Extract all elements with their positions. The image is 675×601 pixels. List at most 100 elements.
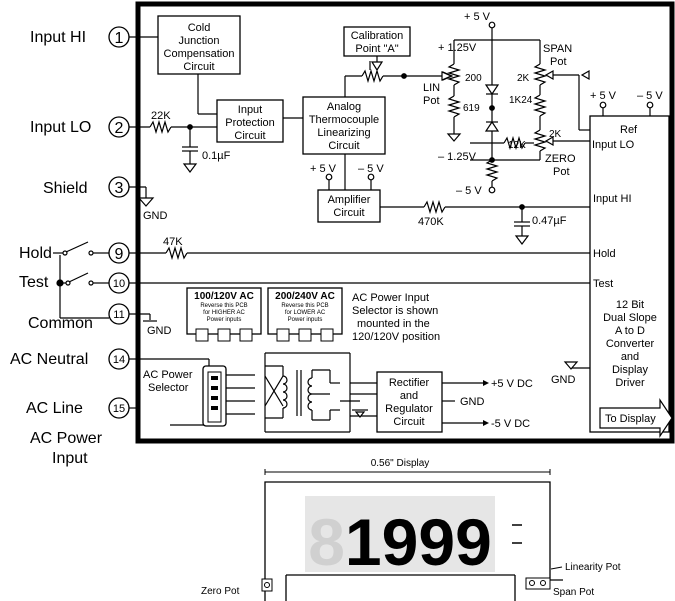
terminal-label-input-lo: Input LO xyxy=(30,119,91,136)
svg-text:200/240V AC: 200/240V AC xyxy=(275,291,335,302)
svg-text:Selector: Selector xyxy=(148,382,189,394)
gnd-labels: GND GND GND xyxy=(143,210,576,386)
svg-text:Compensation: Compensation xyxy=(164,48,235,60)
display-digit: 9 xyxy=(455,505,492,579)
label-lin-pot-1: LIN xyxy=(423,82,440,94)
terminal-number: 14 xyxy=(113,354,125,366)
amplifier-block: Amplifier Circuit xyxy=(317,189,381,223)
terminal-number: 1 xyxy=(115,30,124,47)
hold-test-switches xyxy=(53,241,109,319)
label-span-pot-2: Pot xyxy=(550,56,567,68)
svg-text:Amplifier: Amplifier xyxy=(328,194,371,206)
terminal-number: 11 xyxy=(113,309,124,321)
terminal-number: 3 xyxy=(115,180,124,197)
svg-text:Cold: Cold xyxy=(188,22,211,34)
label-lin-pot-2: Pot xyxy=(423,95,440,107)
svg-text:Circuit: Circuit xyxy=(393,416,424,428)
svg-text:Power inputs: Power inputs xyxy=(288,317,323,323)
svg-text:for LOWER AC: for LOWER AC xyxy=(285,310,326,316)
svg-text:AC Power: AC Power xyxy=(143,369,193,381)
svg-text:Dual Slope: Dual Slope xyxy=(603,312,657,324)
svg-text:Regulator: Regulator xyxy=(385,403,433,415)
svg-text:– 5 V: – 5 V xyxy=(456,185,482,197)
terminal-number: 9 xyxy=(115,246,124,263)
terminal-10: Test 10 xyxy=(19,272,130,294)
label-1k24: 1K24 xyxy=(509,95,533,106)
svg-text:Reverse this PCB: Reverse this PCB xyxy=(281,303,328,309)
selector-note: AC Power Input Selector is shown mounted… xyxy=(352,292,440,343)
protection-block: Input Protection Circuit xyxy=(216,99,284,143)
ac-power-input-label-2: Input xyxy=(52,450,88,467)
svg-text:100/120V AC: 100/120V AC xyxy=(194,291,254,302)
label-12k: 12K xyxy=(508,140,526,151)
to-display-arrow xyxy=(599,398,673,438)
terminal-label-shield: Shield xyxy=(43,180,87,197)
svg-text:GND: GND xyxy=(460,396,485,408)
svg-text:Rectifier: Rectifier xyxy=(389,377,430,389)
svg-text:Hold: Hold xyxy=(593,248,616,260)
svg-text:GND: GND xyxy=(551,374,576,386)
label-zero-pot-2: Pot xyxy=(553,166,570,178)
pcb-label-200-240: 200/240V AC Reverse this PCB for LOWER A… xyxy=(267,287,343,342)
terminal-label-input-hi: Input HI xyxy=(30,29,86,46)
span-pot-label: Span Pot xyxy=(553,587,594,598)
svg-text:Junction: Junction xyxy=(179,35,220,47)
pcb-label-100-120: 100/120V AC Reverse this PCB for HIGHER … xyxy=(186,287,262,342)
terminal-15: AC Line 15 xyxy=(26,397,130,419)
arrowheads xyxy=(441,69,590,426)
svg-text:+ 1.25V: + 1.25V xyxy=(438,42,477,54)
component-labels: 22K 0.1µF 470K 0.47µF 47K 200 619 1K24 2… xyxy=(151,43,576,248)
dc-outputs: +5 V DC GND -5 V DC xyxy=(460,378,533,430)
linearity-pot-label: Linearity Pot xyxy=(565,562,621,573)
svg-text:Circuit: Circuit xyxy=(234,130,265,142)
svg-text:To Display: To Display xyxy=(605,413,656,425)
adc-block: Ref Input LO Input HI Hold Test 12 Bit D… xyxy=(589,115,673,438)
terminal-9: Hold 9 xyxy=(19,242,130,264)
ac-power-input-label-1: AC Power xyxy=(30,430,103,447)
rail-labels: + 5 V + 1.25V – 1.25V – 5 V + 5 V – 5 V … xyxy=(310,11,663,197)
svg-text:A to D: A to D xyxy=(615,325,645,337)
svg-text:GND: GND xyxy=(147,325,172,337)
terminal-label-common: Common xyxy=(28,315,93,332)
linearizing-block: Analog Thermocouple Linearizing Circuit xyxy=(302,96,386,155)
svg-text:Calibration: Calibration xyxy=(351,30,404,42)
svg-text:+ 5 V: + 5 V xyxy=(590,90,617,102)
svg-text:Display: Display xyxy=(612,364,649,376)
label-span-pot-1: SPAN xyxy=(543,43,572,55)
svg-text:Reverse this PCB: Reverse this PCB xyxy=(200,303,247,309)
calibration-block: Calibration Point "A" xyxy=(343,26,411,72)
svg-text:Test: Test xyxy=(593,278,613,290)
svg-text:AC Power Input: AC Power Input xyxy=(352,292,429,304)
svg-text:Linearizing: Linearizing xyxy=(317,127,370,139)
label-zero-pot-1: ZERO xyxy=(545,153,576,165)
board-outline xyxy=(135,1,675,444)
svg-text:+ 5 V: + 5 V xyxy=(464,11,491,23)
label-2k-zero: 2K xyxy=(549,129,562,140)
svg-text:Protection: Protection xyxy=(225,117,275,129)
zero-pot-label: Zero Pot xyxy=(201,586,240,597)
svg-text:and: and xyxy=(400,390,418,402)
svg-text:Input: Input xyxy=(238,104,262,116)
cjc-block: Cold Junction Compensation Circuit xyxy=(157,15,241,75)
svg-text:– 5 V: – 5 V xyxy=(358,163,384,175)
svg-text:Converter: Converter xyxy=(606,338,655,350)
svg-text:Selector is shown: Selector is shown xyxy=(352,305,438,317)
display-size-label: 0.56" Display xyxy=(371,458,430,469)
svg-text:Input LO: Input LO xyxy=(592,139,635,151)
terminal-3: Shield 3 xyxy=(43,176,130,198)
label-200: 200 xyxy=(465,73,482,84)
svg-text:Thermocouple: Thermocouple xyxy=(309,114,379,126)
svg-text:Point "A": Point "A" xyxy=(355,43,398,55)
svg-text:Analog: Analog xyxy=(327,101,361,113)
svg-text:mounted in the: mounted in the xyxy=(357,318,430,330)
terminal-label-ac-line: AC Line xyxy=(26,400,83,417)
svg-text:12 Bit: 12 Bit xyxy=(616,299,644,311)
ac-selector-block: AC Power Selector xyxy=(143,365,227,427)
svg-text:Ref: Ref xyxy=(620,124,638,136)
terminal-label-test: Test xyxy=(19,274,49,291)
terminal-label-hold: Hold xyxy=(19,245,52,262)
svg-text:– 5 V: – 5 V xyxy=(637,90,663,102)
terminal-2: Input LO 2 xyxy=(30,116,130,138)
svg-text:Driver: Driver xyxy=(615,377,645,389)
terminal-number: 10 xyxy=(113,278,125,290)
